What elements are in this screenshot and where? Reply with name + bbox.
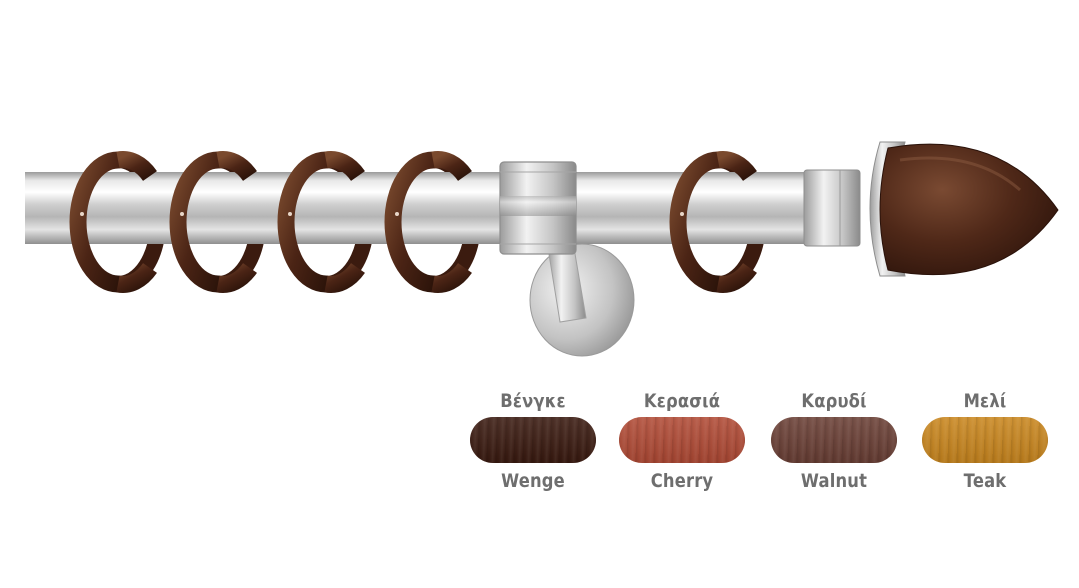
color-swatch[interactable] — [922, 417, 1048, 463]
swatch-wenge[interactable]: Βένγκε Wenge — [468, 390, 598, 500]
curtain-ring — [116, 151, 157, 182]
swatch-cherry[interactable]: Κερασιά Cherry — [617, 390, 747, 500]
swatch-walnut[interactable]: Καρυδί Walnut — [769, 390, 899, 500]
color-swatch[interactable] — [771, 417, 897, 463]
swatch-label-english: Cherry — [650, 470, 714, 492]
curtain-ring — [716, 151, 757, 182]
curtain-ring — [431, 262, 472, 293]
color-swatch[interactable] — [470, 417, 596, 463]
curtain-ring — [216, 262, 257, 293]
swatch-label-english: Walnut — [800, 470, 868, 492]
wall-bracket — [499, 161, 635, 357]
finial — [803, 141, 1059, 277]
curtain-ring — [324, 262, 365, 293]
swatch-label-greek: Βένγκε — [500, 390, 566, 412]
curtain-ring — [716, 262, 757, 293]
curtain-ring — [69, 151, 127, 293]
swatch-label-greek: Κερασιά — [643, 390, 721, 412]
swatch-label-greek: Μελί — [963, 390, 1007, 412]
curtain-ring — [324, 151, 365, 182]
curtain-ring — [277, 151, 335, 293]
swatch-teak[interactable]: Μελί Teak — [920, 390, 1050, 500]
curtain-ring — [216, 151, 257, 182]
curtain-ring — [384, 151, 442, 293]
curtain-ring — [669, 151, 727, 293]
curtain-ring — [431, 151, 472, 182]
curtain-ring — [169, 151, 227, 293]
color-swatch[interactable] — [619, 417, 745, 463]
swatch-label-english: Wenge — [501, 470, 565, 492]
finial-collar — [803, 169, 861, 247]
curtain-rings — [69, 151, 757, 293]
swatch-label-english: Teak — [963, 470, 1007, 492]
swatch-label-greek: Καρυδί — [801, 390, 867, 412]
curtain-ring — [116, 262, 157, 293]
finial-knob — [879, 143, 1059, 276]
